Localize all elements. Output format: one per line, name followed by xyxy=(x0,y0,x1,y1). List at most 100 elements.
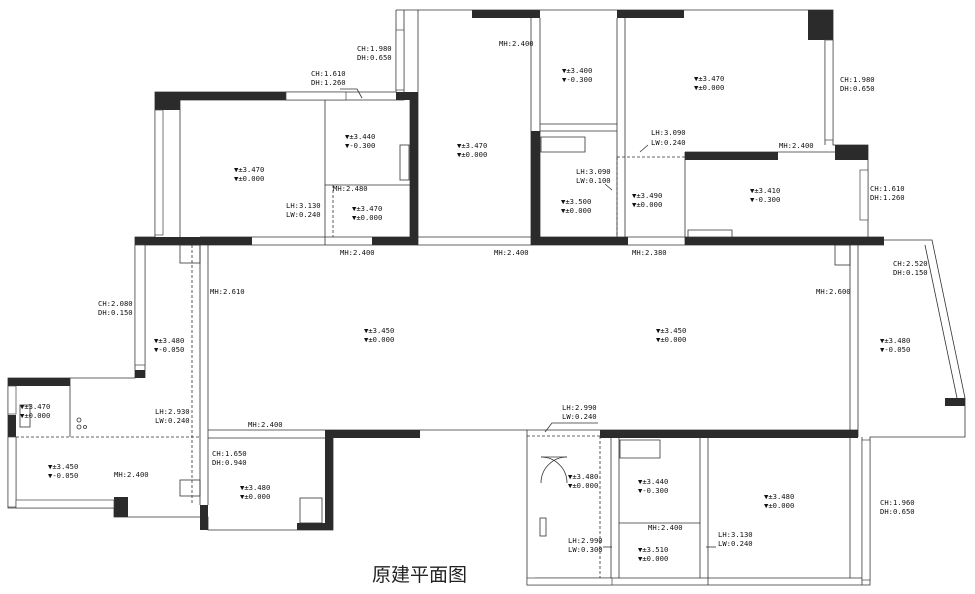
elev-bottom: ▼-0.300 xyxy=(562,75,592,84)
anno-line1: LH:2.990 xyxy=(562,403,597,412)
anno-mh10: MH:2.400 xyxy=(114,470,149,479)
anno-line1: CH:1.980 xyxy=(840,75,875,84)
walls xyxy=(7,9,966,586)
room-entry: ▼±3.480▼±0.000 xyxy=(568,472,598,490)
anno-line1: MH:2.400 xyxy=(114,470,149,479)
anno-mh5: MH:2.400 xyxy=(494,248,529,257)
anno-line2: DH:1.260 xyxy=(311,78,346,87)
elev-bottom: ▼±0.000 xyxy=(240,492,270,501)
room-living-e: ▼±3.450▼±0.000 xyxy=(656,326,686,344)
elev-bottom: ▼-0.300 xyxy=(750,195,780,204)
elev-top: ▼±3.490 xyxy=(632,191,662,200)
anno-line2: LW:0.240 xyxy=(155,416,190,425)
anno-line2: LW:0.240 xyxy=(718,539,753,548)
anno-mh6: MH:2.380 xyxy=(632,248,667,257)
leader-lines xyxy=(340,88,716,548)
anno-line1: LH:3.130 xyxy=(718,530,753,539)
anno-line1: LH:3.090 xyxy=(576,167,611,176)
elev-top: ▼±3.470 xyxy=(694,74,724,83)
elev-top: ▼±3.450 xyxy=(48,462,78,471)
anno-line1: MH:2.600 xyxy=(816,287,851,296)
anno-mh3: MH:2.480 xyxy=(333,184,368,193)
elev-top: ▼±3.480 xyxy=(240,483,270,492)
elev-bottom: ▼±0.000 xyxy=(561,206,591,215)
room-store-sw: ▼±3.470▼±0.000 xyxy=(20,402,50,420)
anno-line1: MH:2.400 xyxy=(648,523,683,532)
anno-line1: CH:1.980 xyxy=(357,44,392,53)
room-balcony-w: ▼±3.480▼-0.050 xyxy=(154,336,184,354)
elev-bottom: ▼±0.000 xyxy=(234,174,264,183)
anno-line2: DH:0.650 xyxy=(880,507,915,516)
anno-line1: LH:2.930 xyxy=(155,407,190,416)
elevation-markers: ▼±3.470▼±0.000 ▼±3.440▼-0.300 ▼±3.470▼±0… xyxy=(20,66,910,563)
room-closet-se: ▼±3.510▼±0.000 xyxy=(638,545,668,563)
anno-line1: CH:2.080 xyxy=(98,299,133,308)
anno-line1: MH:2.380 xyxy=(632,248,667,257)
elev-bottom: ▼±0.000 xyxy=(364,335,394,344)
room-bath-nw: ▼±3.440▼-0.300 xyxy=(345,132,375,150)
room-utility-n: ▼±3.500▼±0.000 xyxy=(561,197,591,215)
anno-line2: LW:0.100 xyxy=(576,176,611,185)
anno-line1: MH:2.610 xyxy=(210,287,245,296)
elev-bottom: ▼±0.000 xyxy=(457,150,487,159)
elev-top: ▼±3.450 xyxy=(656,326,686,335)
anno-line1: MH:2.400 xyxy=(779,141,814,150)
elev-top: ▼±3.510 xyxy=(638,545,668,554)
room-bedroom-se: ▼±3.480▼±0.000 xyxy=(764,492,794,510)
anno-line2: DH:0.940 xyxy=(212,458,247,467)
windows xyxy=(7,29,871,586)
elev-top: ▼±3.470 xyxy=(20,402,50,411)
room-bedroom-nw: ▼±3.470▼±0.000 xyxy=(234,165,264,183)
anno-mh8: MH:2.600 xyxy=(816,287,851,296)
elev-bottom: ▼±0.000 xyxy=(694,83,724,92)
anno-line1: CH:2.520 xyxy=(893,259,928,268)
elev-bottom: ▼±0.000 xyxy=(638,554,668,563)
anno-line2: LW:0.240 xyxy=(286,210,321,219)
elev-top: ▼±3.410 xyxy=(750,186,780,195)
elev-top: ▼±3.500 xyxy=(561,197,591,206)
elev-bottom: ▼±0.000 xyxy=(352,213,382,222)
elev-bottom: ▼-0.300 xyxy=(638,486,668,495)
elev-top: ▼±3.480 xyxy=(154,336,184,345)
room-bedroom-ne: ▼±3.470▼±0.000 xyxy=(694,74,724,92)
elev-bottom: ▼±0.000 xyxy=(764,501,794,510)
anno-line2: LW:0.240 xyxy=(562,412,597,421)
anno-line1: LH:3.130 xyxy=(286,201,321,210)
anno-line2: DH:0.650 xyxy=(840,84,875,93)
anno-line1: MH:2.400 xyxy=(494,248,529,257)
room-kitchen: ▼±3.480▼±0.000 xyxy=(240,483,270,501)
anno-line2: LW:0.300 xyxy=(568,545,603,554)
elev-top: ▼±3.480 xyxy=(568,472,598,481)
anno-mh4: MH:2.400 xyxy=(340,248,375,257)
room-balcony-sw: ▼±3.450▼-0.050 xyxy=(48,462,78,480)
anno-line1: MH:2.400 xyxy=(248,420,283,429)
elev-top: ▼±3.470 xyxy=(234,165,264,174)
elev-bottom: ▼-0.050 xyxy=(48,471,78,480)
elev-bottom: ▼±0.000 xyxy=(20,411,50,420)
room-bath-se: ▼±3.440▼-0.300 xyxy=(638,477,668,495)
anno-mh2: MH:2.400 xyxy=(779,141,814,150)
elev-top: ▼±3.450 xyxy=(364,326,394,335)
anno-line2: DH:1.260 xyxy=(870,193,905,202)
anno-line2: LW:0.240 xyxy=(651,138,686,147)
room-bath-n: ▼±3.400▼-0.300 xyxy=(562,66,592,84)
anno-line1: LH:2.990 xyxy=(568,536,603,545)
elev-bottom: ▼-0.050 xyxy=(154,345,184,354)
anno-mh1: MH:2.400 xyxy=(499,39,534,48)
anno-line1: LH:3.090 xyxy=(651,128,686,137)
elev-top: ▼±3.470 xyxy=(352,204,382,213)
anno-mh9: MH:2.400 xyxy=(248,420,283,429)
